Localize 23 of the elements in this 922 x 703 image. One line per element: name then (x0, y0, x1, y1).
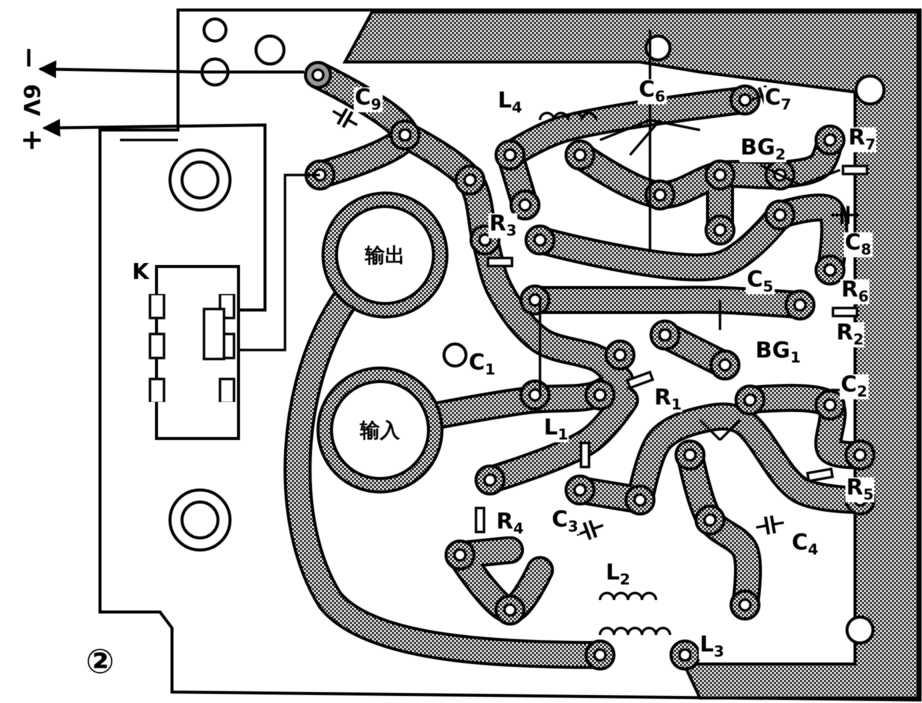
component-label: R$_{7}$ (847, 127, 877, 153)
terminal-sign: − (17, 46, 41, 68)
component-label: L$_{3}$ (698, 634, 726, 660)
component-label: R$_{2}$ (835, 322, 865, 348)
switch-label: K (132, 260, 150, 285)
component-label: R$_{3}$ (488, 213, 518, 239)
component-label: R$_{5}$ (845, 477, 875, 503)
component-label: R$_{1}$ (653, 387, 683, 413)
component-label: R$_{4}$ (495, 511, 525, 537)
component-label: C$_{5}$ (746, 269, 774, 295)
component-label: C$_{2}$ (840, 374, 868, 400)
component-label: C$_{9}$ (354, 87, 382, 113)
component-label: L$_{1}$ (542, 417, 570, 443)
pad-label: 输入 (360, 416, 400, 444)
component-label: BG$_{2}$ (739, 137, 787, 163)
pad-label: 输出 (365, 242, 405, 268)
terminal-sign: + (20, 128, 44, 154)
lead-wire-arrow (42, 118, 266, 312)
component-label: C$_{3}$ (550, 509, 580, 535)
component-label: C$_{6}$ (638, 79, 666, 105)
component-label: C$_{8}$ (844, 232, 872, 258)
lead-wire-arrow (38, 60, 304, 78)
component-label: R$_{6}$ (840, 279, 870, 305)
